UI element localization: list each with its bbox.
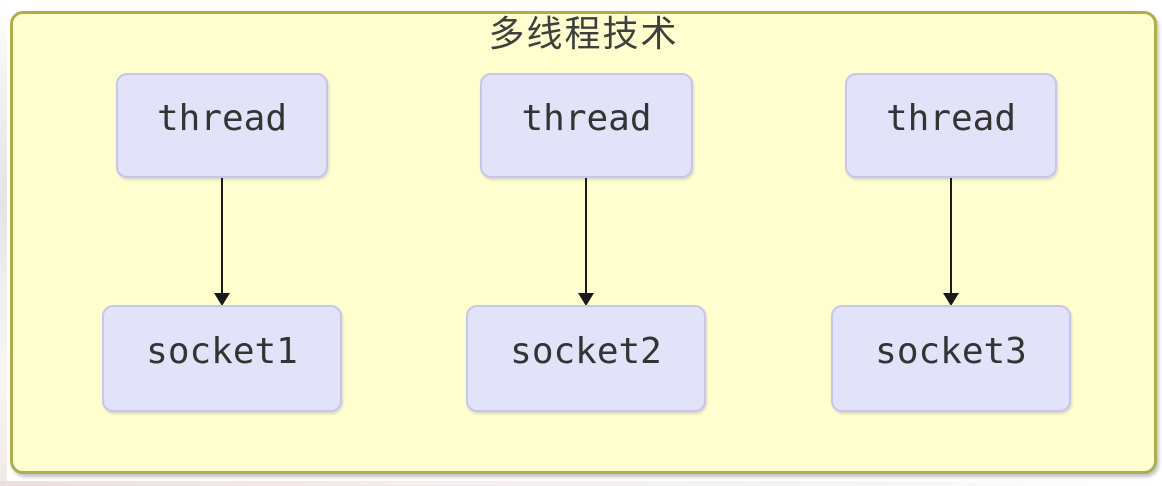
thread-node-1-label: thread xyxy=(156,97,288,139)
arrow-shaft xyxy=(585,178,587,294)
thread-node-3: thread xyxy=(845,73,1057,178)
socket-node-3: socket3 xyxy=(831,305,1071,412)
thread-node-1: thread xyxy=(116,73,328,178)
socket-node-1: socket1 xyxy=(102,305,342,412)
thread-node-3-label: thread xyxy=(885,97,1017,139)
thread-node-2: thread xyxy=(480,73,693,178)
arrow-head-icon xyxy=(578,293,594,306)
thread-node-2-label: thread xyxy=(521,97,652,139)
arrow-head-icon xyxy=(943,293,959,306)
socket-node-2-label: socket2 xyxy=(510,330,662,372)
socket-node-3-label: socket3 xyxy=(875,330,1027,372)
screen-edge-artifact-bottom xyxy=(0,481,1162,486)
arrow-shaft xyxy=(221,178,223,294)
screen-edge-artifact-left xyxy=(0,0,7,486)
arrow-shaft xyxy=(950,178,952,294)
socket-node-1-label: socket1 xyxy=(146,330,298,372)
arrow-head-icon xyxy=(214,293,230,306)
socket-node-2: socket2 xyxy=(466,305,706,412)
group-title: 多线程技术 xyxy=(488,14,679,55)
